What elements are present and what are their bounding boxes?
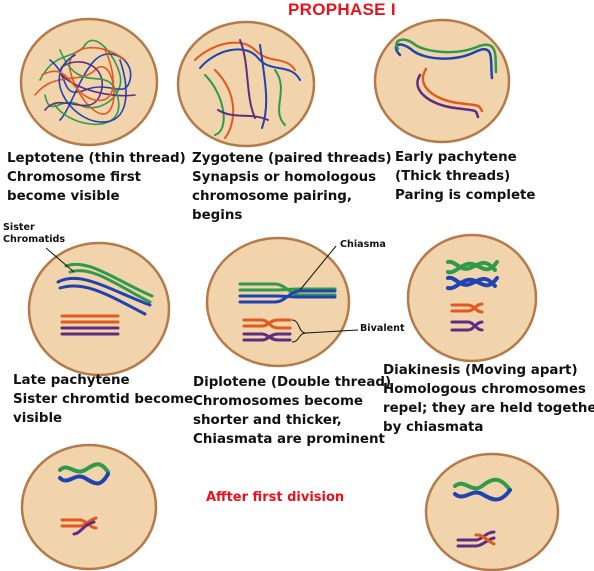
caption-diakinesis: Diakinesis (Moving apart) Homologous chr… bbox=[383, 363, 594, 435]
after-division-left-chromosomes bbox=[58, 462, 110, 536]
label-pointers bbox=[45, 245, 359, 343]
cell-zygotene bbox=[176, 20, 316, 148]
zygotene-threads bbox=[194, 39, 301, 139]
cell-after-division-right bbox=[424, 452, 560, 571]
caption-early-pachytene: Early pachytene (Thick threads) Paring i… bbox=[395, 150, 536, 203]
after-division-right-chromosomes bbox=[453, 477, 512, 548]
leptotene-threads bbox=[34, 39, 136, 126]
cell-diakinesis bbox=[406, 233, 538, 363]
label-bivalent: Bivalent bbox=[360, 323, 405, 334]
caption-zygotene: Zygotene (paired threads) Synapsis or ho… bbox=[192, 151, 392, 223]
late-pachytene-chromosomes bbox=[56, 262, 154, 336]
diakinesis-chromosomes bbox=[446, 259, 499, 332]
page-title: PROPHASE I bbox=[288, 0, 396, 19]
cell-after-division-left bbox=[20, 443, 158, 571]
label-after-first-division: Affter first division bbox=[206, 490, 345, 505]
label-chiasma: Chiasma bbox=[340, 239, 386, 250]
early-pachytene-threads bbox=[394, 38, 498, 119]
caption-late-pachytene: Late pachytene Sister chromtid become vi… bbox=[13, 373, 194, 426]
cell-early-pachytene bbox=[373, 18, 511, 144]
caption-diplotene: Diplotene (Double thread) Chromosomes be… bbox=[193, 375, 392, 447]
cell-late-pachytene bbox=[27, 241, 171, 377]
caption-leptotene: Leptotene (thin thread) Chromosome first… bbox=[7, 151, 186, 204]
diplotene-chromosomes bbox=[238, 282, 337, 342]
cell-leptotene bbox=[19, 17, 159, 147]
label-sister-chromatids: Sister Chromatids bbox=[3, 222, 66, 245]
